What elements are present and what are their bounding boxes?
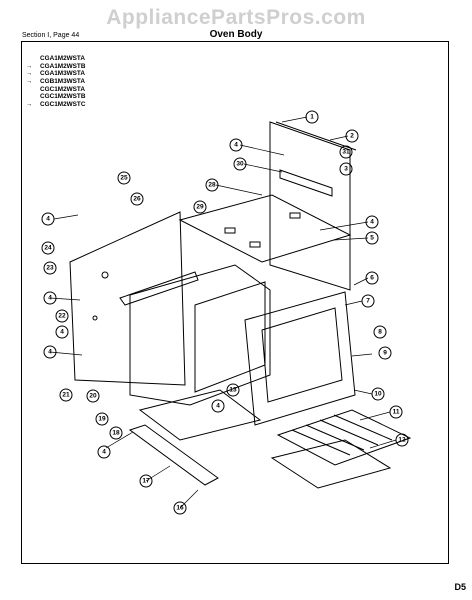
model-item: CGC1M2WSTA (40, 85, 85, 93)
callout-5: 5 (370, 235, 374, 242)
callout-4: 4 (48, 295, 52, 302)
broiler-pan (270, 439, 392, 489)
callout-12: 12 (398, 437, 406, 444)
callout-6: 6 (370, 275, 374, 282)
section-label: Section I, Page 44 (22, 32, 80, 39)
callout-9: 9 (383, 350, 387, 357)
bottom-panel (138, 389, 262, 441)
oven-liner (119, 264, 271, 406)
model-item: →CGB1M3WSTA (26, 78, 85, 86)
callout-circles (41, 110, 409, 515)
callout-4: 4 (102, 449, 106, 456)
top-panel (178, 194, 352, 263)
callout-29: 29 (196, 204, 204, 211)
model-item: →CGA1M2WSTB (26, 62, 86, 70)
callout-16: 16 (176, 505, 184, 512)
callout-22: 22 (58, 313, 66, 320)
watermark: AppliancePartsPros.com (106, 6, 366, 29)
callout-4: 4 (234, 142, 238, 149)
callout-18: 18 (112, 430, 120, 437)
page-title: Oven Body (209, 29, 263, 40)
callout-2: 2 (350, 133, 354, 140)
callout-28: 28 (208, 182, 216, 189)
back-panel (269, 121, 357, 291)
callout-7: 7 (366, 298, 370, 305)
arrow-icon: → (26, 78, 33, 86)
callout-4: 4 (370, 219, 374, 226)
leader-lines (49, 116, 397, 509)
callout-10: 10 (374, 391, 382, 398)
callout-13: 13 (229, 387, 237, 394)
diagram-frame (21, 41, 449, 564)
model-item: CGC1M2WSTB (40, 93, 86, 101)
callout-11: 11 (393, 409, 400, 416)
callout-21: 21 (62, 392, 70, 399)
model-item: →CGC1M2WSTC (26, 101, 86, 109)
model-list: CGA1M2WSTA →CGA1M2WSTB →CGA1M3WSTA →CGB1… (26, 55, 85, 109)
callout-25: 25 (120, 175, 128, 182)
arrow-icon: → (26, 101, 33, 109)
model-item: CGA1M2WSTA (40, 55, 85, 62)
callout-19: 19 (98, 416, 106, 423)
oven-door (244, 291, 356, 426)
callout-numbers: 1 2 31 3 4 30 28 25 26 29 4 24 23 4 5 6 … (44, 114, 406, 512)
side-panel (69, 211, 186, 386)
arrow-icon: → (26, 62, 33, 70)
callout-30: 30 (236, 161, 244, 168)
callout-17: 17 (142, 478, 150, 485)
callout-24: 24 (44, 245, 52, 252)
model-item: →CGA1M3WSTA (26, 70, 85, 78)
callout-4: 4 (216, 403, 220, 410)
page-number: D5 (454, 582, 466, 592)
callout-1: 1 (310, 114, 314, 121)
oven-rack (276, 409, 412, 466)
callout-23: 23 (46, 265, 54, 272)
callout-3: 3 (344, 166, 348, 173)
callout-8: 8 (378, 329, 382, 336)
callout-31: 31 (342, 149, 350, 156)
callout-4: 4 (48, 349, 52, 356)
callout-26: 26 (133, 196, 141, 203)
kickplate (128, 424, 219, 486)
callout-4: 4 (60, 329, 64, 336)
callout-4: 4 (46, 216, 50, 223)
arrow-icon: → (26, 70, 33, 78)
callout-20: 20 (89, 393, 97, 400)
